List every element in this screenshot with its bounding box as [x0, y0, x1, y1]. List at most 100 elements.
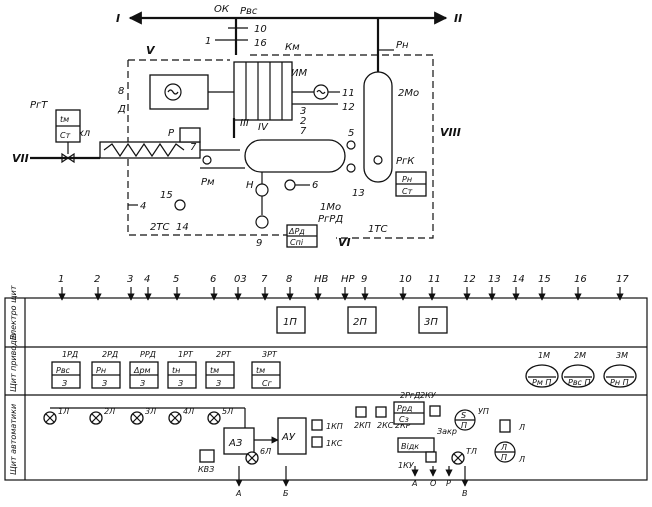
n2ku-label: 2КУ [420, 391, 437, 400]
drive-label: 1РД [62, 350, 78, 359]
label-rgt: РгТ [30, 100, 48, 111]
lamp-cross [91, 413, 101, 423]
output-label: Б [283, 489, 289, 498]
channel-number: НР [341, 274, 356, 285]
channel-number: 10 [399, 274, 412, 285]
label-5: 5 [348, 128, 354, 139]
drive-box-top: tн [172, 366, 180, 375]
channel-number: 7 [261, 274, 268, 285]
t-box-bottom: Ст [60, 131, 71, 140]
dp-box-top: ΔРд [288, 227, 305, 236]
channel-number: 14 [512, 274, 525, 285]
elektro-2p-label: 2П [353, 317, 367, 328]
label-1mo: 1Мо [320, 202, 341, 213]
label-10: 10 [254, 24, 267, 35]
motor-d [149, 74, 209, 110]
lamp-cross [45, 413, 55, 423]
label-n: Н [246, 180, 254, 191]
n1kp-label: 1КП [326, 422, 343, 431]
label-6: 6 [312, 180, 318, 191]
drive-box-bottom: Сг [262, 379, 273, 388]
label-7: 7 [300, 126, 307, 137]
label-1: 1 [205, 36, 211, 47]
label-rgk: РгК [396, 156, 415, 167]
n2kp-label: 2КП [354, 421, 371, 430]
label-outlet-II: II [454, 12, 462, 25]
drive-box-top: tм [210, 366, 219, 375]
elektro-box-3p [418, 306, 448, 334]
channel-number: 6 [210, 274, 216, 285]
control-panel: Електро щит Щит приводів Щит автоматики … [4, 274, 648, 498]
s-bottom: П [461, 421, 467, 430]
lamp-cross [170, 413, 180, 423]
drive-box-top: Рн [96, 366, 106, 375]
lamp-label: 4Л [183, 407, 194, 416]
kvz-label: КВЗ [198, 465, 214, 474]
l-small-box [499, 419, 511, 433]
channel-number: 03 [234, 274, 247, 285]
lamp-cross [132, 413, 142, 423]
lamp-label: 5Л [222, 407, 233, 416]
drive-box-bottom: З [140, 379, 145, 388]
row-label-elektro: Електро щит [9, 285, 18, 340]
lamp-cross [453, 453, 463, 463]
drive-label: 2РТ [216, 350, 232, 359]
output-label: В [462, 489, 468, 498]
drive-box-top: tм [256, 366, 265, 375]
vidk-button[interactable] [397, 437, 435, 453]
az-label: АЗ [228, 438, 243, 449]
label-2: 2 [300, 116, 306, 127]
label-12: 12 [342, 102, 355, 113]
drive-label: 1РТ [178, 350, 194, 359]
n1ku-label: 1КУ [398, 461, 415, 470]
label-13: 13 [352, 188, 365, 199]
pressure-valve-r [179, 127, 201, 143]
compressor-km [233, 61, 293, 121]
row-label-avtomatyky: Щит автоматики [9, 404, 18, 475]
label-8: 8 [118, 86, 124, 97]
channel-number: 16 [574, 274, 587, 285]
l-bottom: П [501, 453, 507, 462]
label-15: 15 [160, 190, 173, 201]
l-top: Л [500, 443, 507, 452]
label-4: 4 [140, 201, 146, 212]
indicator-circle [603, 364, 637, 388]
separator-2mo [363, 71, 393, 183]
channel-number: 12 [463, 274, 476, 285]
az-block [223, 427, 255, 455]
drive-box-bottom: З [216, 379, 221, 388]
output-label: А [411, 479, 417, 488]
lamp-cross [247, 453, 257, 463]
label-16: 16 [254, 38, 267, 49]
label-pvs: Рвс [240, 6, 258, 17]
oil-cooler [99, 141, 201, 159]
indicator-circle [561, 364, 595, 388]
elektro-box-2p [347, 306, 377, 334]
channel-number: 8 [286, 274, 292, 285]
label-vi: VI [338, 236, 351, 249]
n2rgd-label: 2РгД [400, 391, 420, 400]
label-3: 3 [300, 106, 306, 117]
label-7b: 7 [190, 142, 197, 153]
panel-frame [4, 297, 648, 481]
output-label: А [235, 489, 241, 498]
n1kp-box [311, 419, 323, 431]
label-2mo: 2Мо [398, 88, 419, 99]
drive-box-top: Δрм [133, 366, 151, 375]
up-label: УП [478, 407, 489, 416]
indicator-bottom-label: Рвс П [568, 378, 591, 387]
kvz-box [199, 449, 215, 463]
prd-top: Ррд [397, 404, 413, 413]
indicator-circle [525, 364, 559, 388]
indicator-bottom-label: Рм П [532, 378, 551, 387]
channel-number: 9 [361, 274, 367, 285]
label-V: V [146, 44, 156, 57]
label-vii: VII [12, 152, 29, 165]
indicator-bottom-label: Рн П [610, 378, 629, 387]
channel-number: 4 [144, 274, 150, 285]
n2ks-label: 2КС [377, 421, 394, 430]
vidk-label: Відк [401, 442, 419, 451]
row-label-pryvodiv: Щит приводів [9, 333, 18, 392]
automation-row: АЗ АУ КВЗ 1КП 1КС 2КП 2КС 2КР Ррд Сз 2Рг… [50, 391, 516, 474]
